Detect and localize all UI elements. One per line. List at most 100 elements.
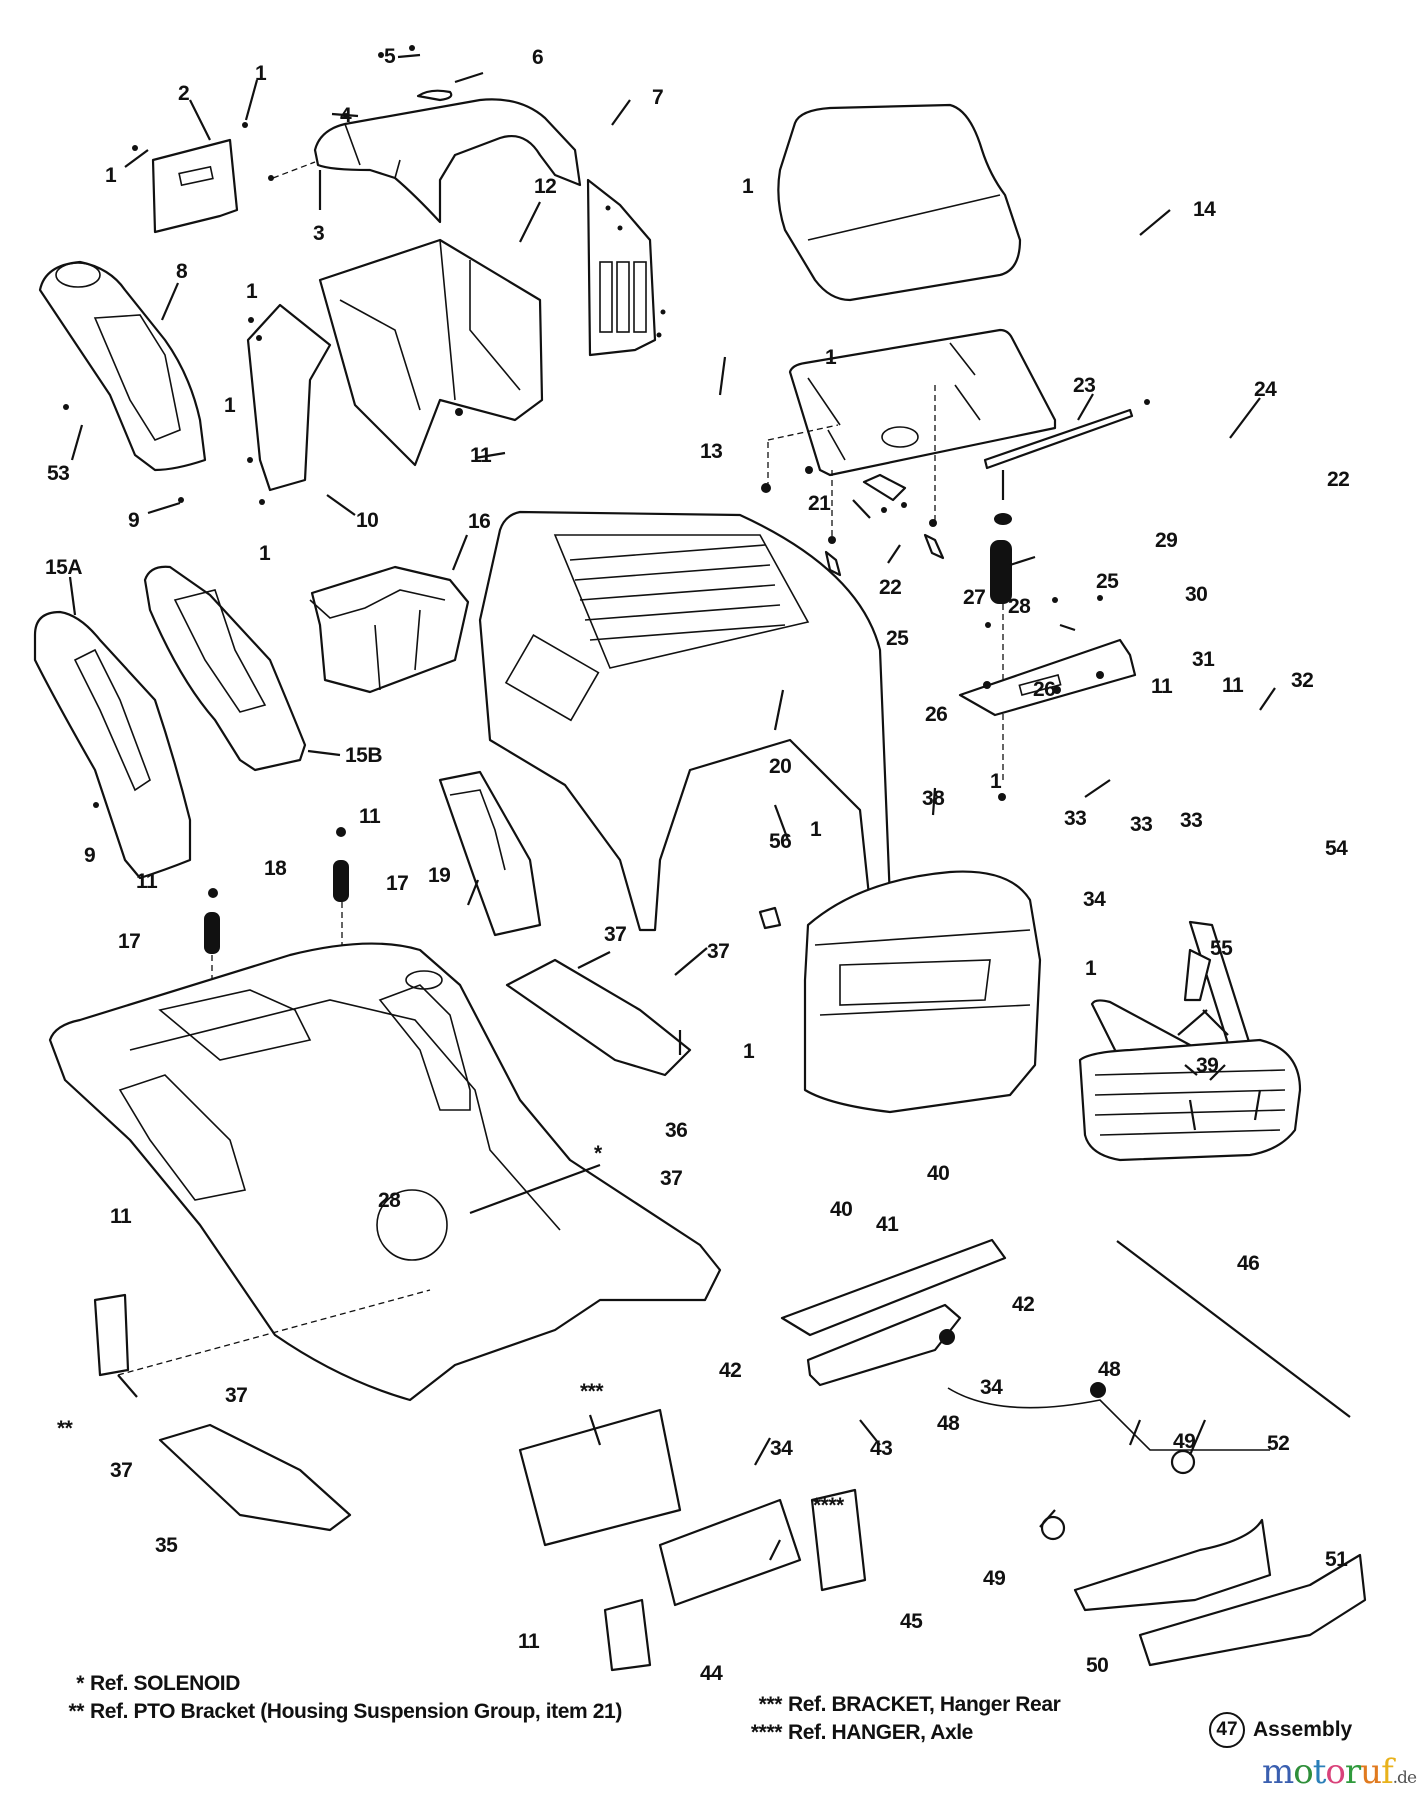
part-17-spring [333, 860, 349, 902]
part-35-pad [158, 1423, 352, 1532]
callout: 36 [665, 1119, 687, 1142]
part-43-bracket [806, 1303, 962, 1387]
callout: 45 [900, 1610, 923, 1633]
callout: 39 [1196, 1054, 1218, 1077]
callout: 51 [1325, 1548, 1348, 1571]
callout: 20 [769, 755, 791, 778]
callout: 10 [356, 509, 378, 532]
callout: 33 [1064, 807, 1086, 830]
part-18-body [48, 942, 722, 1402]
callout: 30 [1185, 583, 1207, 606]
callout: 33 [1130, 813, 1152, 836]
callout: 11 [1151, 675, 1173, 698]
callout: 50 [1086, 1654, 1108, 1677]
legend-text: Ref. SOLENOID [90, 1672, 240, 1695]
callout: 56 [769, 830, 791, 853]
watermark-letter: f [1381, 1752, 1394, 1792]
watermark-tld: .de [1392, 1768, 1417, 1788]
screw-5 [378, 52, 384, 58]
part-15b-fender [143, 565, 307, 772]
pto-bracket [93, 1293, 130, 1377]
callout: 28 [1008, 595, 1031, 618]
callout: 26 [925, 703, 947, 726]
callout: **** [813, 1494, 845, 1517]
legend-text: Ref. PTO Bracket (Housing Suspension Gro… [90, 1700, 622, 1723]
callout: 40 [927, 1162, 949, 1185]
part-20-hood [478, 510, 892, 932]
part-54-clip [1183, 948, 1212, 1002]
callout: 34 [770, 1437, 793, 1460]
callout: 1 [990, 770, 1002, 793]
callout: 25 [886, 627, 909, 650]
watermark-letter: r [1344, 1752, 1361, 1792]
legend-item-pto-bracket: **Ref. PTO Bracket (Housing Suspension G… [40, 1700, 622, 1724]
part-32-bracket [958, 638, 1137, 717]
callout: 48 [1098, 1358, 1121, 1381]
part-45-plate [810, 1488, 867, 1592]
callout: 32 [1291, 669, 1313, 692]
callout: 35 [155, 1534, 178, 1557]
part-10-bracket [246, 303, 332, 492]
part-19-plate [438, 770, 542, 937]
callout: 46 [1237, 1252, 1259, 1275]
callout: ** [57, 1417, 74, 1440]
callout: 43 [870, 1437, 892, 1460]
part-26-clip [923, 533, 945, 560]
callout: 24 [1254, 378, 1277, 401]
callout: 12 [534, 175, 556, 198]
callout: 6 [532, 46, 543, 69]
callout: 9 [128, 509, 139, 532]
part-56-clip [758, 906, 782, 930]
leader-lines [68, 53, 1276, 1561]
screw-1 [132, 145, 138, 151]
callout: 34 [980, 1376, 1003, 1399]
part-14-seat [777, 103, 1022, 302]
part-17-spring [204, 912, 220, 954]
part-49-bulb [1170, 1449, 1196, 1475]
part-8-fender-pod [38, 260, 207, 472]
callout: 3 [313, 222, 324, 245]
part-31-spring [990, 540, 1012, 604]
part-44-plate [603, 1598, 652, 1672]
callout: 11 [1222, 674, 1244, 697]
callout: 9 [84, 844, 95, 867]
callout: 14 [1193, 198, 1216, 221]
part-16-tray [309, 565, 470, 694]
callout: 21 [808, 492, 831, 515]
part-48-socket [1090, 1382, 1106, 1398]
callout: *** [580, 1380, 604, 1403]
callout: 34 [1083, 888, 1106, 911]
callout: 8 [176, 260, 188, 283]
callout: 11 [359, 805, 381, 828]
callout: 37 [604, 923, 626, 946]
callout: 18 [264, 857, 287, 880]
nut-21 [761, 483, 771, 493]
callout: 11 [470, 444, 492, 467]
callout: 22 [879, 576, 901, 599]
callout: 11 [518, 1630, 540, 1653]
callout: 1 [1085, 957, 1097, 980]
part-48-socket [939, 1329, 955, 1345]
callout-labels: 1 1 2 3 4 5 6 7 8 1 1 53 9 10 1 12 11 1 … [45, 45, 1350, 1685]
legend-text: Ref. BRACKET, Hanger Rear [788, 1693, 1061, 1716]
callout: 1 [825, 346, 837, 369]
callout: 17 [386, 872, 408, 895]
callout: 28 [378, 1189, 401, 1212]
callout: 54 [1325, 837, 1348, 860]
callout: 1 [105, 164, 117, 187]
callout: 42 [1012, 1293, 1034, 1316]
part-51-bumper [1138, 1553, 1367, 1667]
callout: 37 [225, 1384, 247, 1407]
callout: 37 [110, 1459, 132, 1482]
part-13-side-panel [586, 178, 657, 357]
part-38-front-hood [803, 870, 1042, 1114]
callout: 15A [45, 556, 82, 579]
hanger-axle [658, 1498, 802, 1607]
pin-22 [1144, 399, 1150, 405]
callout: 42 [719, 1359, 741, 1382]
callout: 2 [178, 82, 189, 105]
callout: 33 [1180, 809, 1202, 832]
legend-item-solenoid: *Ref. SOLENOID [40, 1672, 240, 1696]
callout: 7 [652, 86, 663, 109]
callout: 55 [1210, 937, 1233, 960]
